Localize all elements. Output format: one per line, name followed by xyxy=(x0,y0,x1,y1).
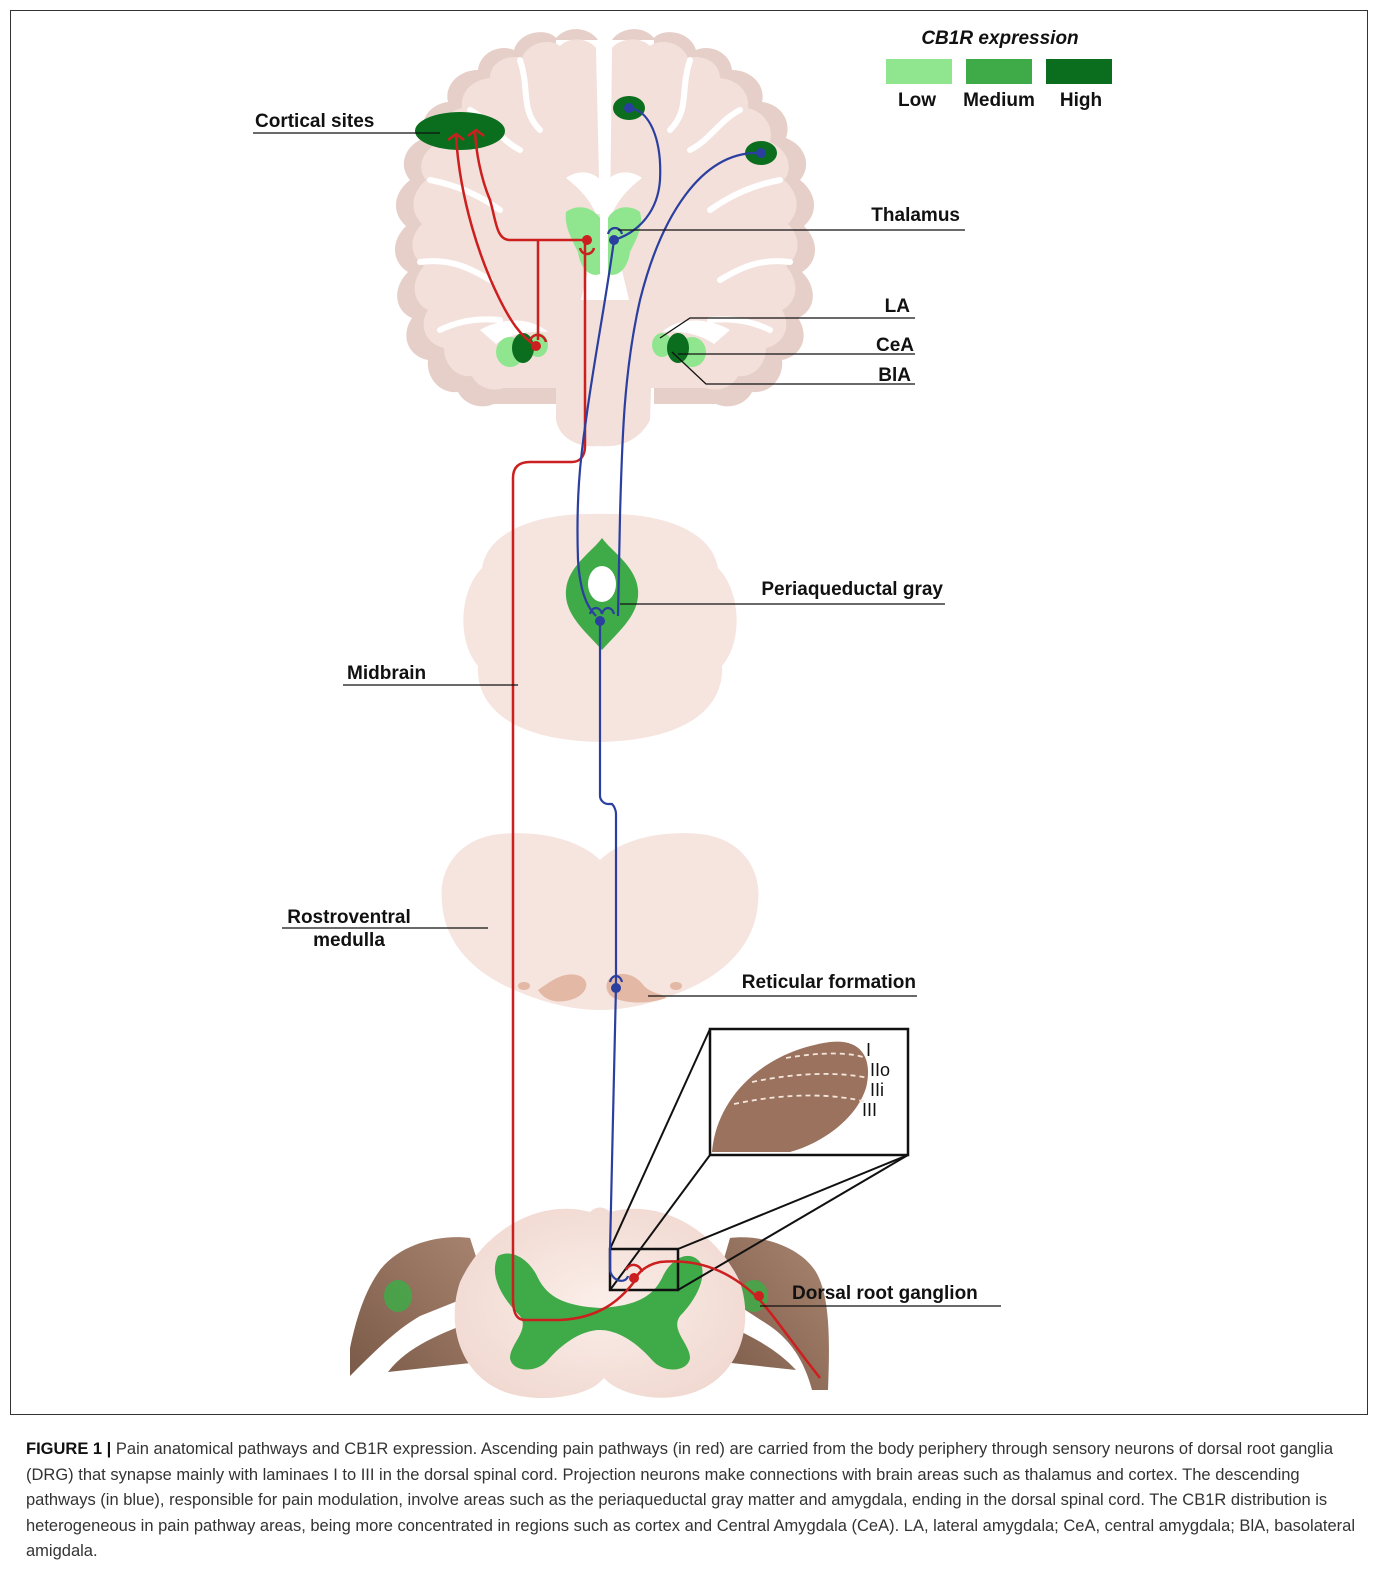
cortical-sites-region xyxy=(415,112,505,150)
legend-label-medium: Medium xyxy=(963,90,1035,111)
cerebral-aqueduct xyxy=(588,566,616,602)
label-cea: CeA xyxy=(876,335,914,356)
legend-label-low: Low xyxy=(898,90,936,111)
lamina-label-2: IIi xyxy=(870,1080,884,1100)
caption-label: FIGURE 1 | xyxy=(26,1440,111,1458)
pain-pathway-diagram: I IIo IIi III xyxy=(10,10,1368,1415)
label-midbrain: Midbrain xyxy=(347,663,426,684)
legend-title: CB1R expression xyxy=(921,28,1078,49)
figure-caption: FIGURE 1 | Pain anatomical pathways and … xyxy=(26,1437,1361,1565)
caption-text: Pain anatomical pathways and CB1R expres… xyxy=(26,1440,1355,1560)
rostroventral-medulla-section xyxy=(442,833,759,1010)
spinal-cord-section xyxy=(455,1208,746,1399)
label-cortical-sites: Cortical sites xyxy=(255,111,374,132)
label-rostroventral-line2: medulla xyxy=(313,930,385,951)
label-rostroventral-line1: Rostroventral xyxy=(287,907,411,928)
drg-left-expression xyxy=(384,1280,412,1312)
legend-label-high: High xyxy=(1060,90,1102,111)
lamina-label-0: I xyxy=(866,1040,871,1060)
legend-swatch-low xyxy=(886,59,952,84)
legend-swatch-medium xyxy=(966,59,1032,84)
lamina-label-1: IIo xyxy=(870,1060,890,1080)
label-dorsal-root-ganglion: Dorsal root ganglion xyxy=(792,1283,978,1304)
label-bla: BlA xyxy=(878,365,911,386)
label-thalamus: Thalamus xyxy=(871,205,960,226)
cb1r-legend: CB1R expression Low Medium High xyxy=(886,28,1112,111)
label-reticular-formation: Reticular formation xyxy=(742,972,916,993)
brain-stem xyxy=(556,300,654,446)
label-la: LA xyxy=(885,296,911,317)
legend-swatch-high xyxy=(1046,59,1112,84)
label-periaqueductal-gray: Periaqueductal gray xyxy=(761,579,943,600)
lamina-label-3: III xyxy=(862,1100,877,1120)
